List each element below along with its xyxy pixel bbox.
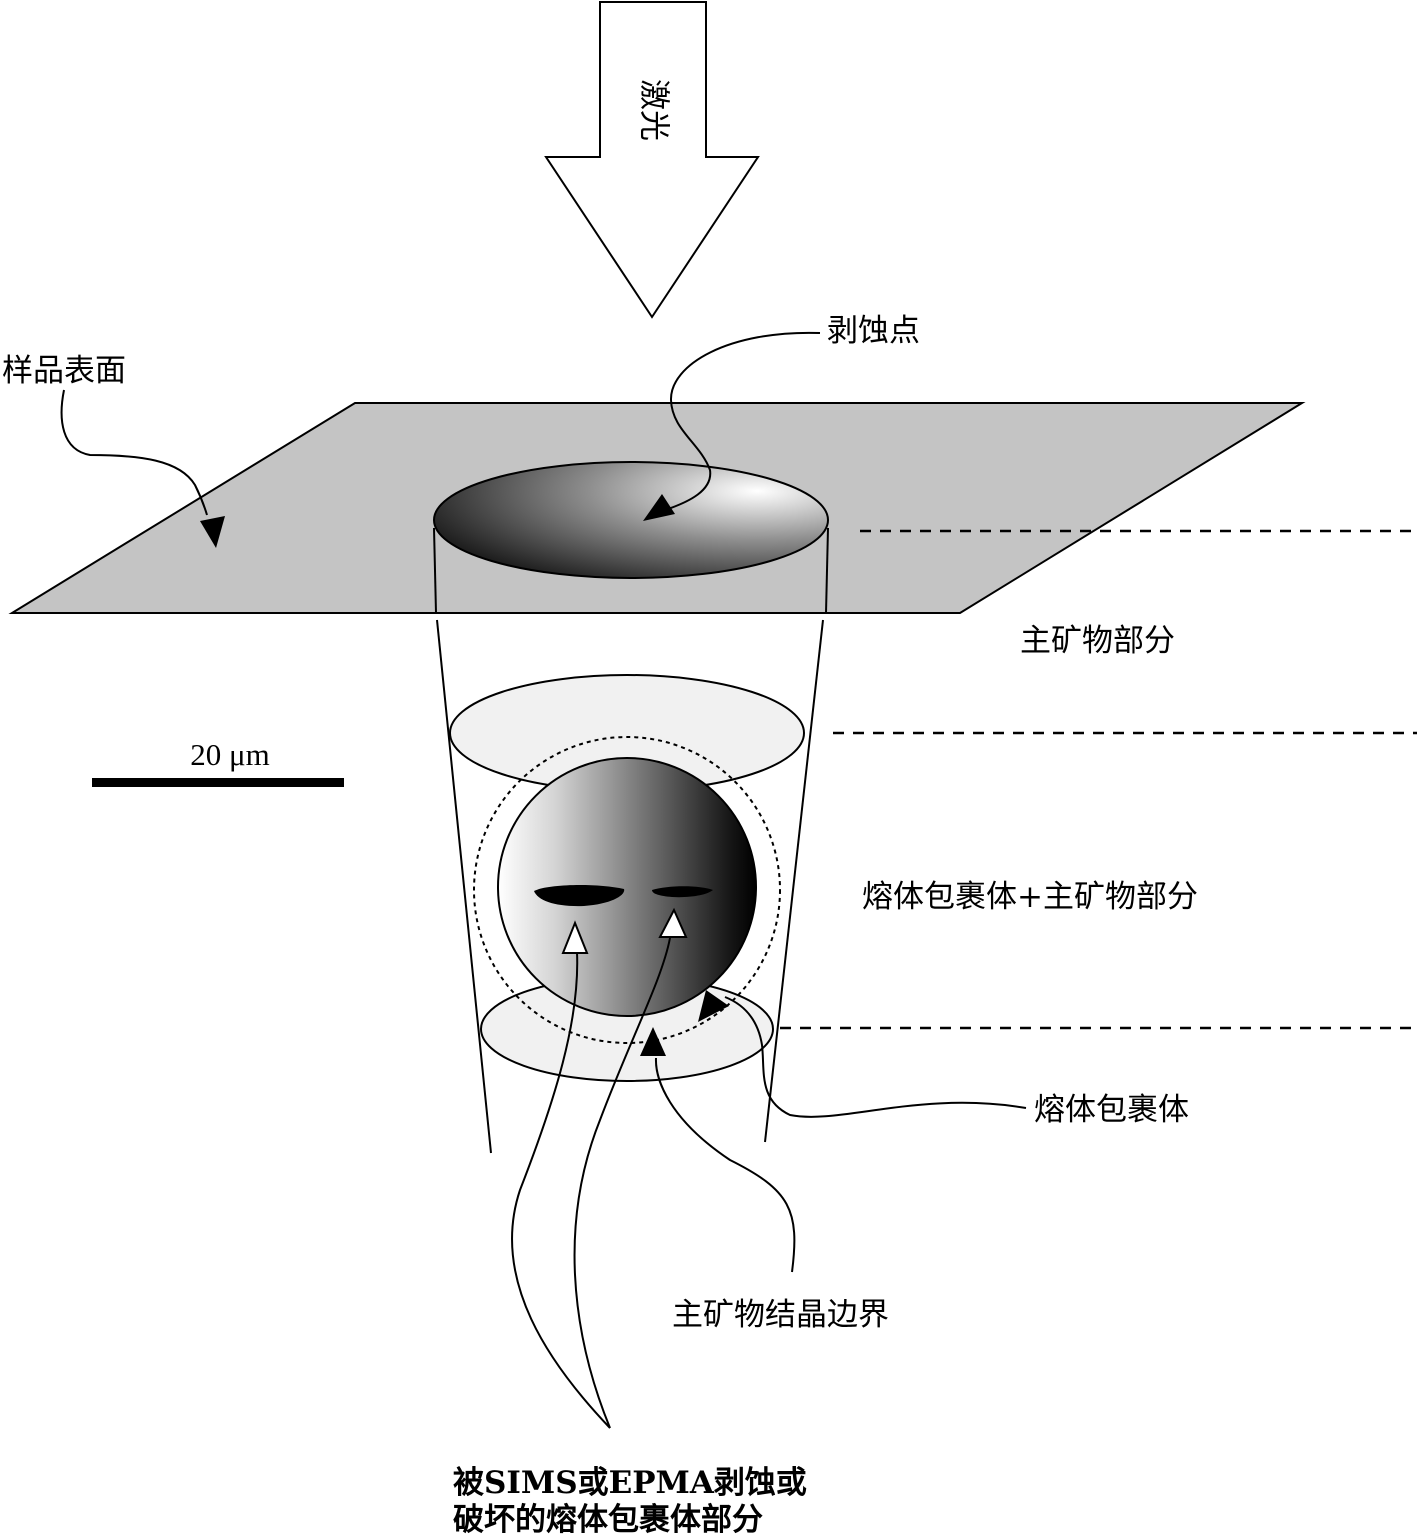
cone-line-left-lower (436, 619, 492, 1154)
damaged-part-label-line1: 被SIMS或EPMA剥蚀或 (453, 1465, 807, 1501)
damaged-patch-left (534, 885, 625, 907)
host-crystal-boundary-circle (473, 736, 781, 1044)
host-crystal-boundary-arrowhead (640, 1027, 666, 1056)
cone-line-right-upper (825, 527, 829, 614)
cone-line-right-lower (764, 619, 824, 1143)
ablation-spot-leader (661, 331, 821, 512)
ablation-spot (433, 461, 829, 579)
cone-line-left-upper (433, 527, 437, 614)
sample-surface-label: 样品表面 (2, 353, 126, 389)
melt-inclusion-label: 熔体包裹体 (1034, 1092, 1189, 1128)
host-crystal-boundary-leader (654, 1057, 796, 1273)
ablation-spot-label: 剥蚀点 (827, 313, 920, 349)
damaged-part-leader-right (573, 937, 671, 1429)
sample-surface-leader (60, 389, 208, 516)
host-crystal-boundary-label: 主矿物结晶边界 (672, 1297, 889, 1333)
scale-bar (92, 778, 344, 787)
melt-inclusion-sphere (497, 757, 757, 1017)
melt-inclusion-leader (724, 996, 1027, 1118)
damaged-part-arrowhead-right (658, 907, 688, 938)
laser-arrow (544, 1, 760, 319)
damaged-part-label-line2: 破坏的熔体包裹体部分 (453, 1502, 763, 1537)
melt-inclusion-arrowhead (698, 990, 729, 1022)
host-mineral-part-label: 主矿物部分 (1020, 623, 1175, 659)
laser-label: 激光 (636, 79, 672, 141)
damaged-part-arrowhead-left (561, 920, 589, 954)
ablation-spot-arrowhead (643, 494, 675, 521)
scale-bar-label: 20 μm (190, 737, 269, 772)
melt-inclusion-plus-host-label: 熔体包裹体+主矿物部分 (862, 879, 1198, 915)
damaged-patch-right (652, 886, 713, 898)
sample-surface-arrowhead (200, 516, 225, 548)
damaged-part-leader-left (511, 951, 611, 1429)
